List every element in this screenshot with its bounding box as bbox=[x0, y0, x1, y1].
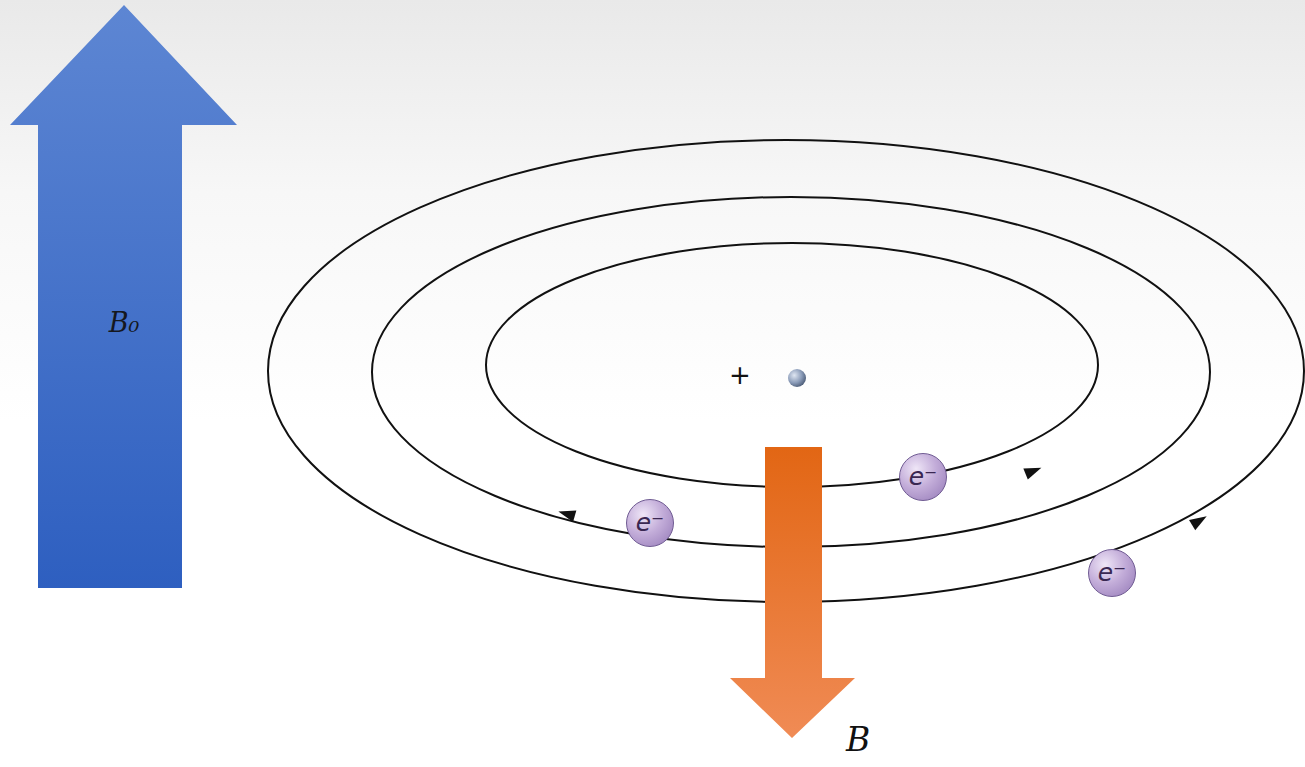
field-symbol: B bbox=[846, 722, 870, 758]
orbit-arrowhead bbox=[1189, 511, 1210, 530]
induced-arrow bbox=[730, 447, 855, 738]
electron-symbol: e⁻ bbox=[909, 463, 938, 491]
nucleus bbox=[788, 369, 806, 387]
field-arrow-shape bbox=[10, 5, 238, 589]
electron: e⁻ bbox=[626, 499, 674, 547]
electron-symbol: e⁻ bbox=[1098, 559, 1127, 587]
field-arrow bbox=[10, 5, 237, 588]
electron-symbol: e⁻ bbox=[636, 509, 665, 537]
electron: e⁻ bbox=[1088, 549, 1136, 597]
orbit-arrowhead bbox=[1023, 462, 1043, 479]
charge-sign: + bbox=[729, 360, 751, 390]
field-symbol: B₀ bbox=[10, 307, 238, 339]
field-arrow: B₀ bbox=[10, 5, 238, 589]
orbit-arrowhead bbox=[557, 506, 577, 522]
electron: e⁻ bbox=[899, 453, 947, 501]
induced-arrow-shape bbox=[730, 447, 880, 762]
induced-field-arrow: B bbox=[730, 447, 880, 762]
charge-sign-text: + bbox=[729, 360, 751, 390]
